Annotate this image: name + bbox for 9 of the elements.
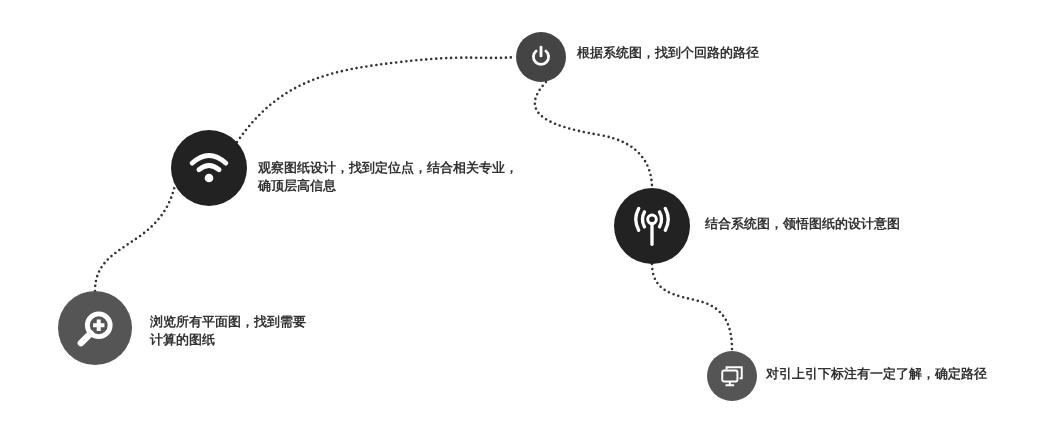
icon-circle	[707, 351, 757, 401]
step-text: 浏览所有平面图，找到需要计算的图纸	[150, 313, 307, 349]
dotted-connector	[650, 262, 734, 353]
step-text: 根据系统图，找到个回路的路径	[577, 44, 759, 62]
icon-circle	[516, 32, 566, 82]
step-text: 对引上引下标注有一定了解，确定路径	[766, 365, 987, 383]
step-text: 结合系统图，领悟图纸的设计意图	[705, 215, 900, 233]
icon-circle	[171, 130, 247, 206]
step-text: 观察图纸设计，找到定位点，结合相关专业，确顶层高信息	[258, 159, 519, 195]
